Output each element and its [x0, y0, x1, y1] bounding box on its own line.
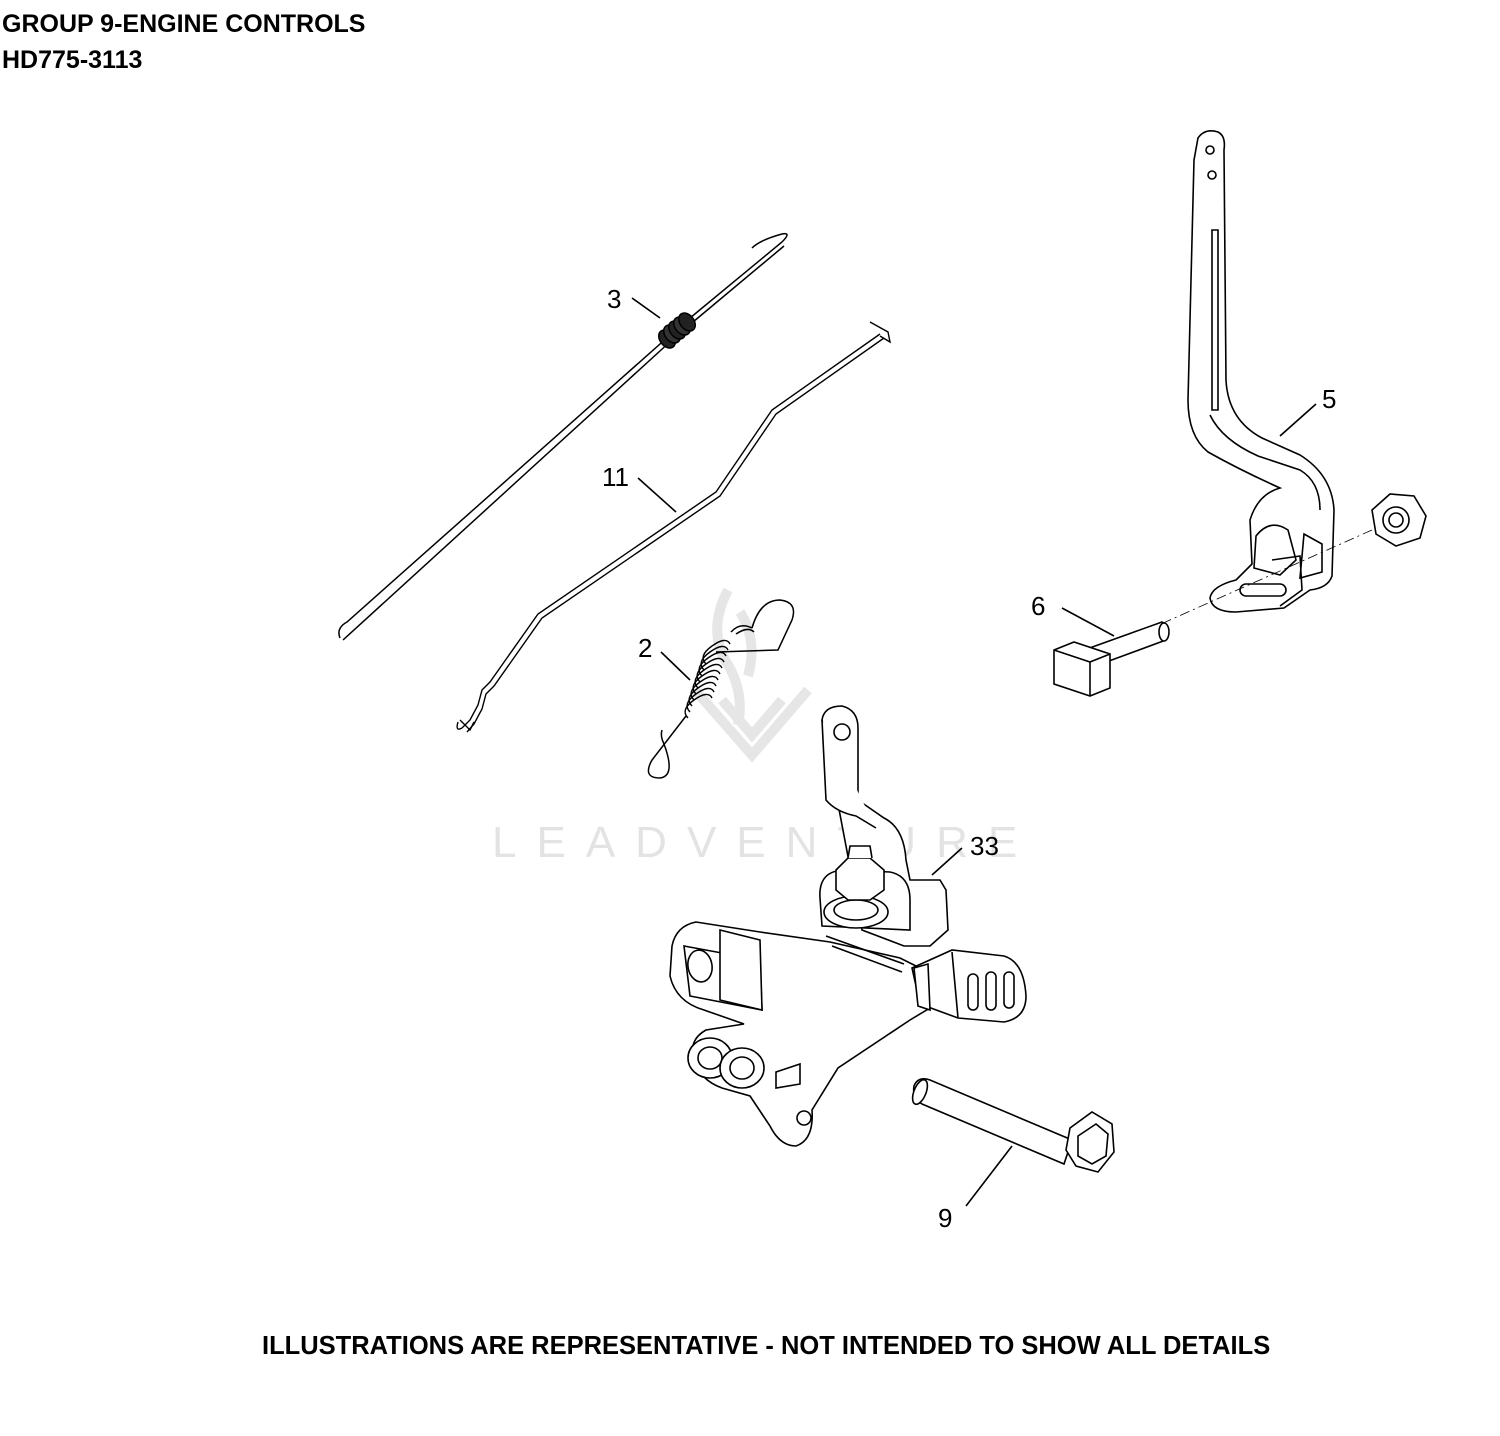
callout-9: 9	[938, 1203, 952, 1233]
callout-6: 6	[1031, 591, 1045, 621]
link-rod-part	[456, 321, 891, 733]
throttle-lever-part	[1187, 130, 1335, 613]
center-line	[1151, 529, 1373, 629]
callout-11: 11	[602, 462, 629, 492]
callout-33: 33	[970, 831, 999, 861]
control-bracket-part	[669, 705, 1027, 1147]
pin-part	[1053, 621, 1170, 697]
extension-spring-part	[647, 599, 795, 779]
watermark-text: LEADVENTURE	[492, 818, 1037, 867]
callout-3: 3	[607, 284, 621, 314]
hex-nut	[1371, 493, 1427, 547]
bolt-part	[911, 1078, 1115, 1173]
disclaimer-note: ILLUSTRATIONS ARE REPRESENTATIVE - NOT I…	[262, 1332, 1271, 1360]
callout-5: 5	[1322, 384, 1336, 414]
page-title: GROUP 9-ENGINE CONTROLS	[2, 10, 366, 38]
leader-lines	[631, 297, 1317, 1207]
model-number: HD775-3113	[2, 46, 143, 74]
watermark-logo	[691, 587, 812, 763]
spring-coils	[684, 639, 731, 719]
callout-2: 2	[638, 633, 652, 663]
spring-rod-part	[338, 232, 788, 641]
coil-spring	[657, 312, 697, 349]
